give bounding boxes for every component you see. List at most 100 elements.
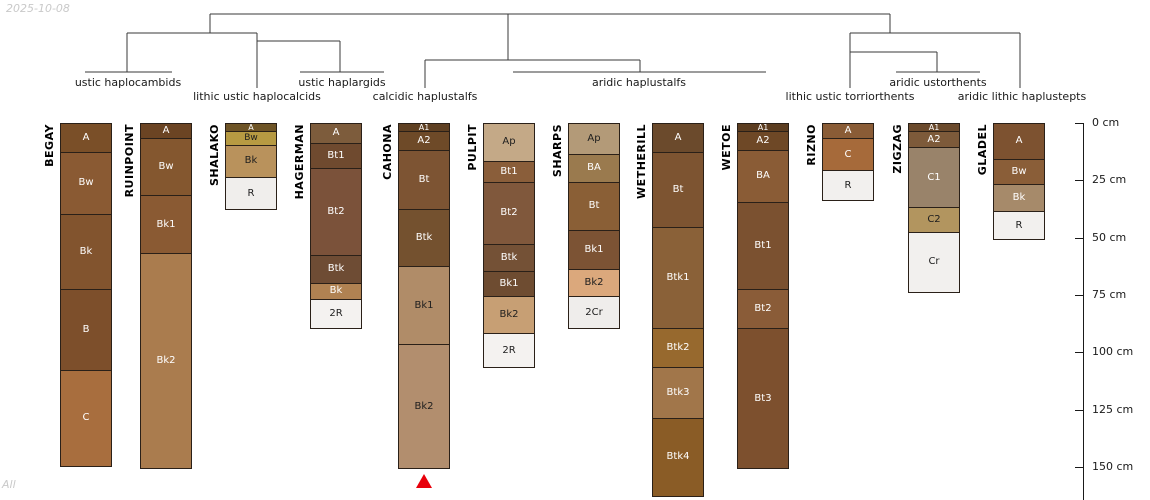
horizon-hagerman-2r: 2R (310, 299, 362, 330)
horizon-ruinpoint-bk2: Bk2 (140, 253, 192, 470)
horizon-label: Bt3 (754, 392, 772, 404)
horizon-label: Btk4 (666, 451, 690, 463)
horizon-pulpit-bt1: Bt1 (483, 161, 535, 183)
taxon-group-label: aridic haplustalfs (591, 76, 687, 89)
horizon-label: Bt1 (500, 165, 518, 177)
horizon-pulpit-bk1: Bk1 (483, 272, 535, 298)
horizon-label: BA (756, 170, 770, 182)
horizon-label: Ap (587, 133, 601, 145)
horizon-sharps-ba: BA (568, 155, 620, 183)
profile-name-zigzag: ZIGZAG (891, 124, 904, 174)
horizon-label: Bk1 (584, 243, 604, 255)
taxon-group-label: ustic haplargids (298, 76, 386, 89)
horizon-zigzag-c2: C2 (908, 207, 960, 234)
horizon-label: C2 (927, 213, 941, 225)
depth-axis-tick-label: 50 cm (1092, 230, 1127, 244)
depth-axis-tick-label: 100 cm (1092, 345, 1134, 359)
horizon-label: A1 (928, 123, 940, 132)
horizon-label: Cr (928, 256, 940, 268)
horizon-label: Btk3 (666, 387, 690, 399)
horizon-label: A (332, 127, 340, 139)
horizon-shalako-bw: Bw (225, 132, 277, 146)
horizon-cahona-btk: Btk (398, 210, 450, 268)
horizon-wetherill-btk2: Btk2 (652, 329, 704, 369)
horizon-pulpit-bk2: Bk2 (483, 297, 535, 334)
horizon-label: Bt2 (754, 303, 772, 315)
horizon-label: Btk (500, 251, 518, 263)
profile-name-cahona: CAHONA (381, 124, 394, 180)
taxon-group-label: lithic ustic torriorthents (785, 90, 915, 103)
horizon-label: C1 (927, 171, 941, 183)
horizon-hagerman-bt2: Bt2 (310, 168, 362, 256)
horizon-label: Bk (79, 246, 93, 258)
horizon-label: A (1015, 135, 1023, 147)
horizon-hagerman-a: A (310, 123, 362, 144)
horizon-label: R (1015, 219, 1023, 231)
horizon-cahona-bt: Bt (398, 150, 450, 211)
horizon-gladel-a: A (993, 123, 1045, 160)
horizon-begay-bk: Bk (60, 214, 112, 291)
horizon-begay-bw: Bw (60, 152, 112, 215)
horizon-hagerman-bk: Bk (310, 283, 362, 300)
horizon-label: Btk (415, 232, 433, 244)
horizon-label: A2 (417, 134, 431, 146)
horizon-wetherill-btk3: Btk3 (652, 368, 704, 419)
horizon-sharps-bk2: Bk2 (568, 269, 620, 298)
taxon-group-label: lithic ustic haplocalcids (193, 90, 321, 103)
selected-profile-marker-icon (416, 474, 432, 489)
horizon-label: Bk (1012, 192, 1026, 204)
depth-axis-tick (1075, 466, 1083, 468)
depth-axis-tick-label: 0 cm (1092, 116, 1120, 129)
horizon-zigzag-a1: A1 (908, 123, 960, 133)
horizon-label: Bw (1011, 165, 1027, 177)
horizon-label: Bw (244, 133, 258, 144)
profile-name-rizno: RIZNO (805, 124, 818, 166)
depth-axis-tick (1075, 352, 1083, 354)
taxon-group-label: calcidic haplustalfs (372, 90, 478, 103)
profile-name-pulpit: PULPIT (466, 124, 479, 171)
depth-axis-tick-label: 125 cm (1092, 402, 1134, 416)
horizon-label: R (247, 187, 255, 199)
profile-name-sharps: SHARPS (551, 124, 564, 178)
depth-axis-tick (1075, 409, 1083, 411)
horizon-shalako-bk: Bk (225, 145, 277, 179)
horizon-gladel-bw: Bw (993, 159, 1045, 185)
horizon-pulpit-btk: Btk (483, 244, 535, 273)
horizon-label: 2R (502, 344, 516, 356)
depth-axis-tick-label: 75 cm (1092, 287, 1127, 301)
horizon-label: A (248, 123, 254, 132)
profile-name-ruinpoint: RUINPOINT (123, 124, 136, 198)
depth-axis-tick (1075, 123, 1083, 124)
watermark-all: All (2, 478, 16, 491)
horizon-sharps-bt: Bt (568, 182, 620, 231)
profile-name-gladel: GLADEL (976, 124, 989, 176)
profile-name-wetherill: WETHERILL (635, 124, 648, 199)
horizon-label: A (674, 131, 682, 143)
watermark-date: 2025-10-08 (6, 2, 70, 15)
horizon-wetoe-bt2: Bt2 (737, 290, 789, 330)
horizon-label: B (82, 324, 90, 336)
horizon-zigzag-c1: C1 (908, 148, 960, 208)
horizon-shalako-a: A (225, 123, 277, 133)
horizon-cahona-a1: A1 (398, 123, 450, 133)
horizon-label: Bk2 (584, 277, 604, 289)
horizon-label: Bk2 (156, 355, 176, 366)
horizon-wetoe-a1: A1 (737, 123, 789, 133)
horizon-label: Bw (158, 161, 174, 173)
horizon-label: Bk (244, 155, 258, 167)
horizon-begay-c: C (60, 370, 112, 467)
horizon-sharps-bk1: Bk1 (568, 230, 620, 270)
horizon-wetoe-bt1: Bt1 (737, 203, 789, 291)
horizon-zigzag-cr: Cr (908, 233, 960, 293)
horizon-label: Bk1 (156, 218, 176, 230)
horizon-wetherill-btk4: Btk4 (652, 418, 704, 497)
horizon-label: Ap (502, 136, 516, 148)
horizon-begay-b: B (60, 290, 112, 371)
horizon-ruinpoint-bw: Bw (140, 139, 192, 197)
taxon-group-label: ustic haplocambids (74, 76, 182, 89)
horizon-sharps-2cr: 2Cr (568, 297, 620, 330)
horizon-label: Bt1 (754, 240, 772, 252)
depth-axis-tick-label: 25 cm (1092, 173, 1127, 187)
horizon-label: A2 (756, 134, 770, 146)
horizon-label: Bt (672, 184, 684, 196)
